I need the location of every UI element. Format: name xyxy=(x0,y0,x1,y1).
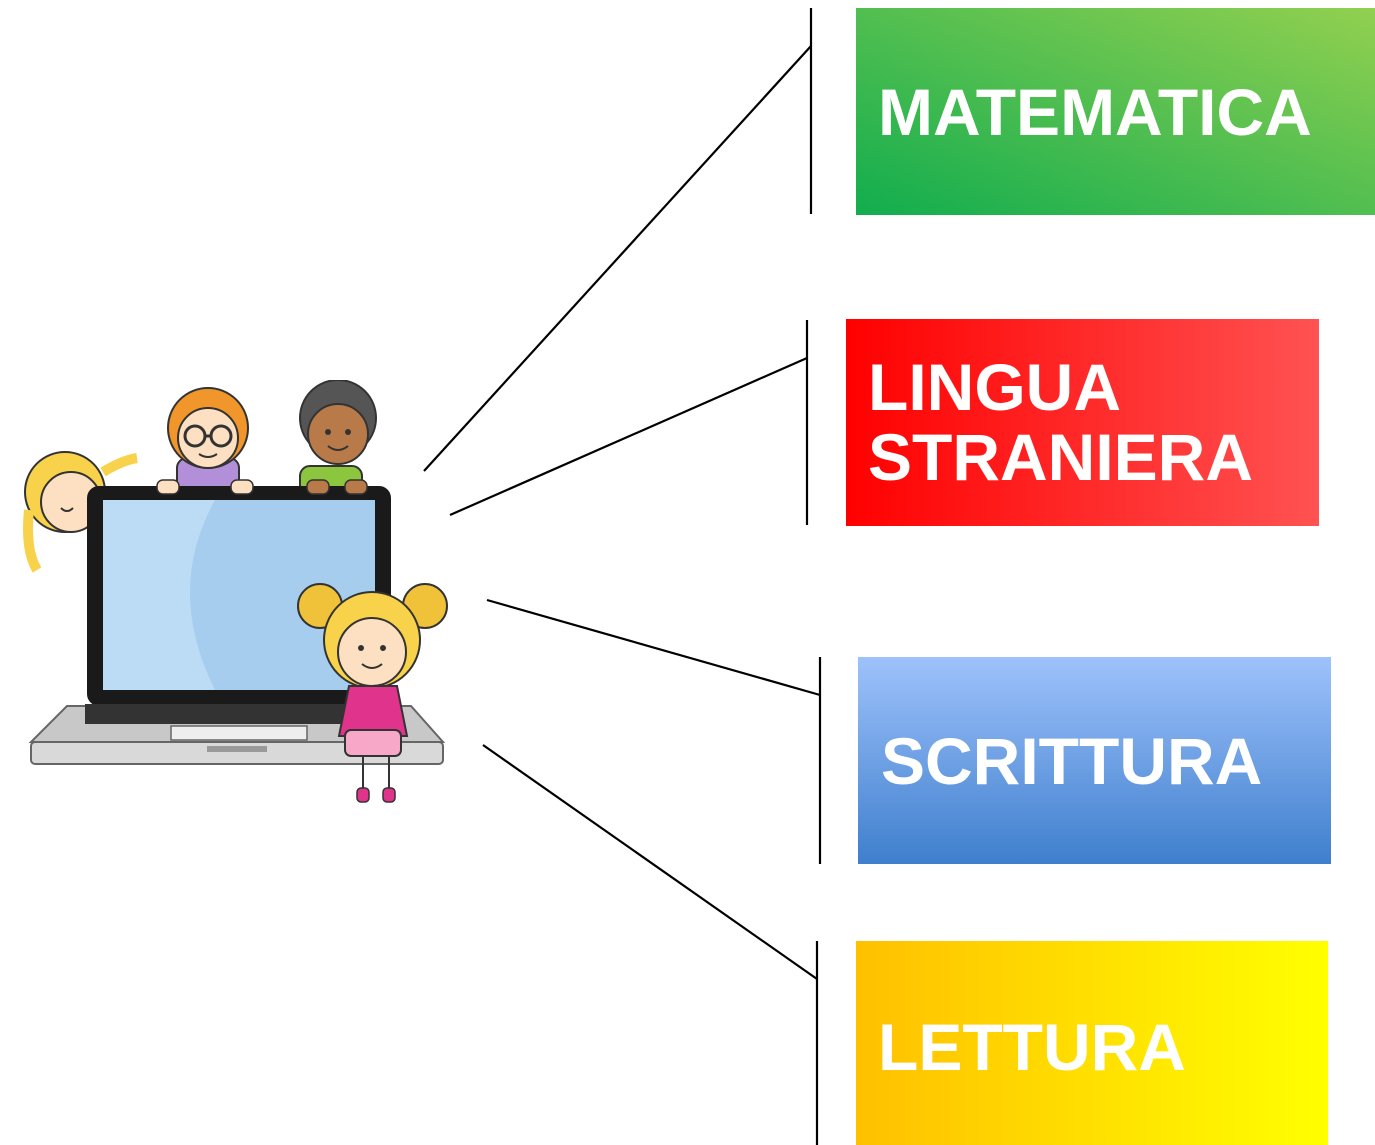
subject-box-matematica: MATEMATICA xyxy=(856,8,1375,215)
subject-box-lingua-straniera: LINGUA STRANIERA xyxy=(846,319,1319,526)
subject-label-line: LETTURA xyxy=(878,1010,1186,1084)
subject-label-line: MATEMATICA xyxy=(878,74,1312,149)
blonde-girl-figure xyxy=(23,451,138,573)
connector-matematica xyxy=(423,45,812,472)
laptop-figure xyxy=(28,479,446,765)
subject-box-lettura: LETTURA xyxy=(856,941,1328,1145)
subject-label-line: LINGUA xyxy=(868,350,1121,425)
connector-lettura xyxy=(482,744,818,980)
pigtail-girl-figure xyxy=(297,583,448,803)
connector-lingua xyxy=(449,356,808,517)
kids-with-laptop-icon xyxy=(23,380,448,803)
boy-glasses-figure xyxy=(167,387,249,499)
connector-scrittura xyxy=(486,598,821,697)
subject-label-line: SCRITTURA xyxy=(881,723,1263,798)
subject-box-scrittura: SCRITTURA xyxy=(858,657,1331,864)
subject-label-line: STRANIERA xyxy=(868,419,1254,494)
